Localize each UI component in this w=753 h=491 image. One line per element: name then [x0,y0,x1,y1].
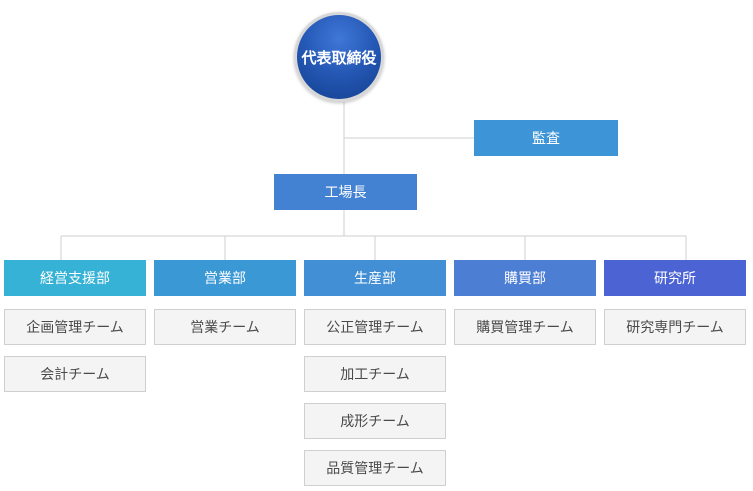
dept-production: 生産部 [304,260,446,296]
team-label: 成形チーム [340,414,410,430]
team-label: 営業チーム [190,320,260,336]
team-planning-management: 企画管理チーム [4,309,146,345]
dept-research-label: 研究所 [654,271,696,287]
team-label: 会計チーム [40,367,110,383]
dept-sales-label: 営業部 [204,271,246,287]
team-label: 公正管理チーム [326,320,424,336]
factory-head-label: 工場長 [324,185,367,201]
team-process-management: 公正管理チーム [304,309,446,345]
ceo-label: 代表取締役 [301,48,377,67]
team-label: 研究専門チーム [626,320,724,336]
team-processing: 加工チーム [304,356,446,392]
dept-research: 研究所 [604,260,746,296]
team-molding: 成形チーム [304,403,446,439]
dept-production-label: 生産部 [354,271,396,287]
dept-purchasing-label: 購買部 [504,271,546,287]
team-label: 企画管理チーム [26,320,124,336]
audit-label: 監査 [532,131,560,147]
team-label: 品質管理チーム [326,461,424,477]
team-label: 加工チーム [340,367,410,383]
ceo-node: 代表取締役 [294,12,384,102]
dept-sales: 営業部 [154,260,296,296]
team-research-specialist: 研究専門チーム [604,309,746,345]
team-sales: 営業チーム [154,309,296,345]
dept-management-support-label: 経営支援部 [40,271,110,287]
team-purchasing-management: 購買管理チーム [454,309,596,345]
audit-node: 監査 [474,120,618,156]
dept-management-support: 経営支援部 [4,260,146,296]
dept-purchasing: 購買部 [454,260,596,296]
team-label: 購買管理チーム [476,320,574,336]
team-accounting: 会計チーム [4,356,146,392]
factory-head-node: 工場長 [274,174,417,210]
team-quality-management: 品質管理チーム [304,450,446,486]
